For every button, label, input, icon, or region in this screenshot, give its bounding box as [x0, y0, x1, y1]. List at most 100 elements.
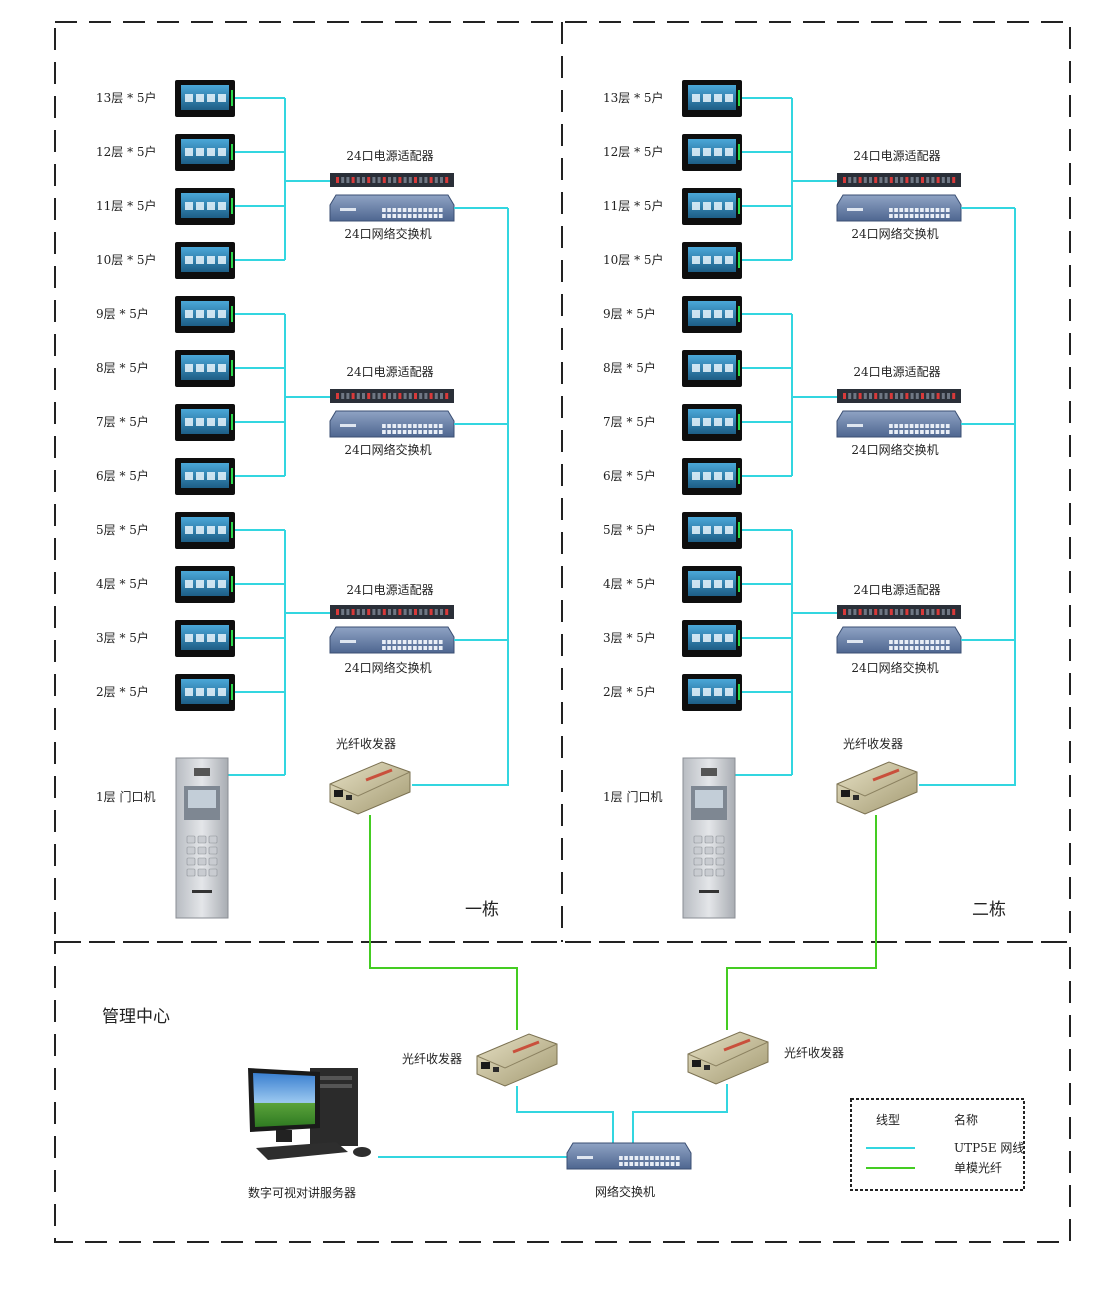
floor-label: 2层 * 5户: [603, 684, 656, 699]
indoor-monitor-icon: [175, 512, 235, 549]
door-station-label: 1层 门口机: [96, 789, 155, 804]
floor-label: 7层 * 5户: [96, 414, 149, 429]
switch-label: 24口网络交换机: [344, 226, 431, 241]
building-name: 二栋: [972, 900, 1006, 920]
power-adapter-label: 24口电源适配器: [346, 365, 433, 379]
door-station-icon: [175, 757, 229, 919]
floor-label: 4层 * 5户: [603, 576, 656, 591]
indoor-monitor-icon: [682, 674, 742, 711]
floor-label: 3层 * 5户: [96, 630, 149, 645]
indoor-monitor-icon: [682, 512, 742, 549]
building-name: 一栋: [465, 900, 499, 920]
building-1: 13层 * 5户 12层 * 5户 11层 * 5户 10层 * 5户 9层 * 5户 8…: [96, 80, 509, 920]
floor-label: 5层 * 5户: [96, 522, 149, 537]
indoor-monitor-icon: [682, 80, 742, 117]
legend-item-name: 单模光纤: [954, 1161, 1002, 1175]
indoor-monitor-icon: [175, 350, 235, 387]
indoor-monitor-icon: [175, 134, 235, 171]
legend-item-name: UTP5E 网线: [954, 1141, 1024, 1155]
switch-label: 24口网络交换机: [344, 442, 431, 457]
legend-header-name: 名称: [954, 1112, 978, 1127]
indoor-monitor-icon: [682, 296, 742, 333]
management-title: 管理中心: [102, 1007, 170, 1027]
door-station-icon: [682, 757, 736, 919]
power-adapter-label: 24口电源适配器: [853, 149, 940, 163]
indoor-monitor-icon: [682, 458, 742, 495]
network-switch-icon: [329, 194, 455, 222]
fiber-transceiver-icon: [476, 1033, 558, 1087]
floor-label: 8层 * 5户: [603, 360, 656, 375]
indoor-monitor-icon: [175, 296, 235, 333]
floor-label: 4层 * 5户: [96, 576, 149, 591]
floor-label: 2层 * 5户: [96, 684, 149, 699]
indoor-monitor-icon: [175, 566, 235, 603]
management-zone-border: [54, 941, 1071, 1243]
server-label: 数字可视对讲服务器: [248, 1185, 356, 1200]
power-adapter-label: 24口电源适配器: [346, 149, 433, 163]
indoor-monitor-icon: [682, 620, 742, 657]
power-adapter-icon: [837, 605, 961, 619]
indoor-monitor-icon: [682, 566, 742, 603]
network-switch-icon: [836, 626, 962, 654]
floor-label: 6层 * 5户: [96, 468, 149, 483]
floor-label: 3层 * 5户: [603, 630, 656, 645]
fiber-transceiver-icon: [687, 1031, 769, 1085]
floor-label: 11层 * 5户: [96, 198, 157, 213]
indoor-monitor-icon: [682, 188, 742, 225]
buildings: 13层 * 5户 12层 * 5户 11层 * 5户 10层 * 5户 9层 * 5户 8…: [96, 80, 1016, 920]
utp-cable: [412, 208, 509, 786]
floor-label: 9层 * 5户: [603, 306, 656, 321]
floor-label: 8层 * 5户: [96, 360, 149, 375]
fiber-cable: [726, 815, 877, 1030]
mgmt-transceiver-left-label: 光纤收发器: [402, 1051, 462, 1066]
floor-label: 10层 * 5户: [96, 252, 157, 267]
switch-label: 24口网络交换机: [851, 226, 938, 241]
floor-label: 12层 * 5户: [96, 144, 157, 159]
power-adapter-icon: [837, 173, 961, 187]
network-switch-icon: [329, 410, 455, 438]
network-switch-icon: [566, 1142, 692, 1170]
utp-cable: [632, 1084, 728, 1143]
legend-box: [850, 1098, 1025, 1191]
switch-label: 24口网络交换机: [851, 442, 938, 457]
indoor-monitor-icon: [175, 188, 235, 225]
mgmt-transceiver-right-label: 光纤收发器: [784, 1045, 844, 1060]
indoor-monitor-icon: [682, 350, 742, 387]
fiber-cable: [369, 815, 518, 1030]
door-station-label: 1层 门口机: [603, 789, 662, 804]
utp-cable: [516, 1086, 614, 1143]
indoor-monitor-icon: [682, 404, 742, 441]
utp-cable: [919, 208, 1016, 786]
indoor-monitor-icon: [175, 404, 235, 441]
indoor-monitor-icon: [175, 80, 235, 117]
floor-label: 9层 * 5户: [96, 306, 149, 321]
fiber-transceiver-icon: [329, 761, 411, 815]
power-adapter-icon: [330, 389, 454, 403]
zone-borders: [54, 21, 1071, 1243]
floor-label: 7层 * 5户: [603, 414, 656, 429]
building-zone-border: [54, 21, 1071, 943]
transceiver-label: 光纤收发器: [843, 736, 903, 751]
core-switch-label: 网络交换机: [595, 1184, 655, 1199]
indoor-monitor-icon: [175, 458, 235, 495]
floor-label: 6层 * 5户: [603, 468, 656, 483]
network-switch-icon: [836, 194, 962, 222]
indoor-monitor-icon: [682, 242, 742, 279]
network-switch-icon: [329, 626, 455, 654]
server-computer-icon: [248, 1068, 371, 1160]
legend-header-type: 线型: [876, 1113, 900, 1127]
switch-label: 24口网络交换机: [851, 660, 938, 675]
power-adapter-label: 24口电源适配器: [346, 583, 433, 597]
floor-label: 10层 * 5户: [603, 252, 664, 267]
power-adapter-icon: [837, 389, 961, 403]
floor-label: 13层 * 5户: [96, 90, 157, 105]
transceiver-label: 光纤收发器: [336, 736, 396, 751]
indoor-monitor-icon: [175, 674, 235, 711]
power-adapter-label: 24口电源适配器: [853, 583, 940, 597]
power-adapter-icon: [330, 605, 454, 619]
fiber-transceiver-icon: [836, 761, 918, 815]
